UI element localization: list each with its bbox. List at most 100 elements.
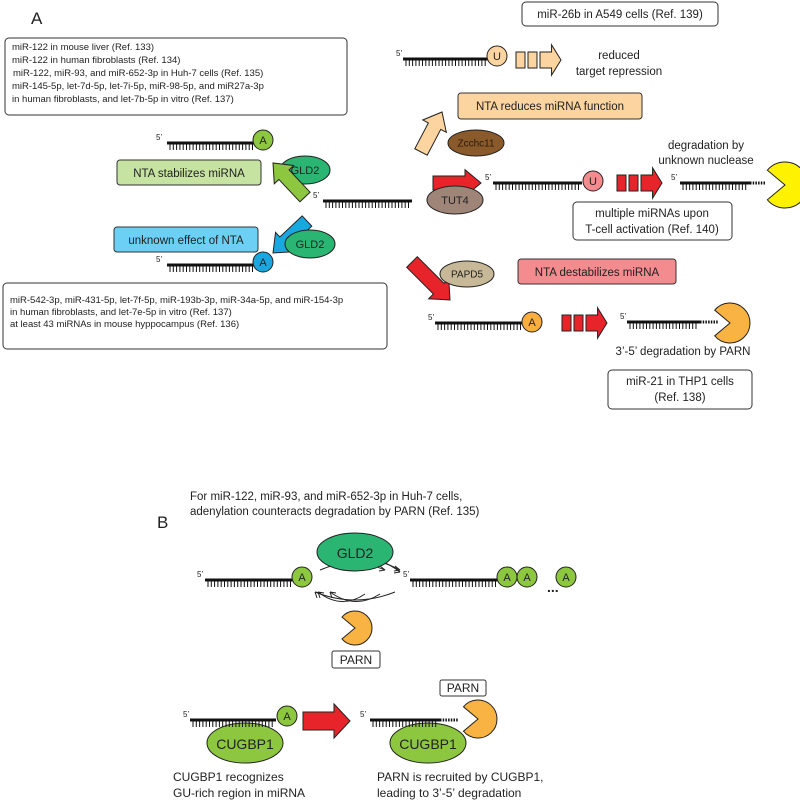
nucleotide-label: A	[259, 135, 267, 147]
diagram-shapes	[167, 43, 800, 764]
ellipsis: ...	[547, 579, 559, 595]
nucleotide-a	[555, 566, 577, 588]
nucleotide-label: U	[493, 51, 501, 63]
nucleotide-label: A	[562, 572, 570, 584]
protein-label: CUGBP1	[216, 736, 274, 752]
five-prime-label: 5’	[183, 710, 189, 719]
arrowhead	[393, 565, 401, 572]
caption-line: For miR-122, miR-93, and miR-652-3p in H…	[190, 491, 462, 503]
destabilizes-label: NTA destabilizes miRNA	[535, 267, 660, 279]
five-prime-label: 5’	[403, 570, 409, 579]
five-prime-label: 5’	[485, 173, 491, 182]
mirna-bases	[169, 266, 253, 272]
ref-line: miR-145-5p, let-7d-5p, let-7i-5p, miR-98…	[12, 81, 264, 92]
panel-b-label: B	[157, 513, 168, 532]
protein-cugbp1	[389, 722, 467, 764]
ref-line: miR-122 in human fibroblasts (Ref. 134)	[12, 55, 180, 66]
ref-box-tcell	[572, 201, 733, 241]
caption-left-line: GU-rich region in miRNA	[173, 786, 305, 800]
degradation-unknown-line: unknown nuclease	[658, 155, 753, 167]
arrowhead	[317, 591, 325, 599]
stabilize-arrow	[272, 162, 311, 203]
protein-papd5	[439, 260, 495, 288]
progress-arrow	[585, 306, 608, 340]
nucleotide-u	[486, 45, 508, 67]
ref-box-unknown	[2, 282, 388, 350]
ref-line: miR-122, miR-93, and miR-652-3p in Huh-7…	[13, 68, 263, 79]
destabilizes-box	[517, 258, 677, 285]
protein-zcchc11	[447, 129, 505, 157]
protein-label: GLD2	[337, 545, 374, 561]
protein-gld2	[316, 532, 394, 572]
nucleotide-a	[516, 566, 538, 588]
mirna-bases	[325, 202, 409, 208]
nucleotide-label: A	[298, 572, 306, 584]
ref-line: T-cell activation (Ref. 140)	[585, 224, 719, 236]
five-prime-label: 5’	[197, 570, 203, 579]
five-prime-label: 5’	[671, 173, 677, 182]
five-prime-label: 5’	[360, 710, 366, 719]
deadenylation-curve-arrow	[329, 591, 381, 602]
ref-box-thp1	[607, 369, 753, 410]
ref-line: miR-542-3p, miR-431-5p, let-7f-5p, miR-1…	[10, 295, 343, 306]
ref-box-stabilize	[4, 37, 348, 116]
mirna-bases	[412, 581, 496, 587]
mirna-bases	[437, 324, 521, 330]
nuclease-pacman-icon	[713, 302, 751, 344]
caption-line: adenylation counteracts degradation by P…	[190, 506, 480, 518]
nucleotide-a	[252, 129, 274, 151]
nuclease-pacman-icon	[341, 610, 373, 646]
nucleotide-label: U	[589, 176, 597, 188]
reduces-function-label: NTA reduces miRNA function	[476, 101, 624, 113]
progress-block	[573, 314, 584, 332]
parn-label-box	[439, 679, 487, 697]
mirna-bases	[629, 323, 697, 329]
nucleotide-label: A	[283, 711, 291, 723]
progress-block	[561, 314, 572, 332]
ref-text: miR-26b in A549 cells (Ref. 139)	[537, 9, 703, 21]
nuclease-pacman-icon	[462, 699, 498, 739]
progress-arrow	[539, 43, 562, 77]
papd5-arrow	[405, 255, 451, 301]
reduced-target-line: reduced	[598, 50, 640, 62]
arrowhead	[329, 591, 337, 599]
degradation-parn-label: 3’-5’ degradation by PARN	[616, 346, 751, 358]
arrowhead	[378, 565, 386, 572]
nucleotide-label: A	[503, 572, 511, 584]
parn-label-box	[331, 650, 381, 669]
nucleotide-a	[521, 311, 543, 333]
protein-gld2	[284, 229, 336, 259]
progress-block	[527, 51, 538, 69]
reduces-function-box	[457, 92, 643, 120]
protein-label: GLD2	[296, 239, 325, 251]
reduced-target-line: target repression	[576, 66, 662, 78]
five-prime-label: 5’	[620, 312, 626, 321]
parn-label: PARN	[447, 681, 479, 695]
stabilizes-box	[116, 159, 262, 186]
ref-line: in human fibroblasts, and let-7e-5p in v…	[10, 307, 232, 318]
ref-line: miR-21 in THP1 cells	[626, 376, 734, 388]
nuclease-pacman-icon	[766, 161, 800, 209]
caption-left-line: CUGBP1 recognizes	[173, 770, 284, 784]
protein-label: PAPD5	[451, 270, 483, 281]
protein-label: CUGBP1	[399, 736, 457, 752]
progress-block	[515, 51, 526, 69]
stabilizes-label: NTA stabilizes miRNA	[133, 168, 245, 180]
five-prime-label: 5’	[313, 191, 319, 200]
unknown-effect-label: unknown effect of NTA	[128, 235, 244, 247]
protein-label: GLD2	[291, 165, 320, 177]
ref-line: at least 43 miRNAs in mouse hyppocampus …	[10, 319, 239, 330]
progress-arrow	[640, 166, 663, 200]
nucleotide-label: A	[259, 257, 267, 269]
progress-block	[628, 174, 639, 192]
unknown-effect-box	[113, 226, 259, 253]
mirna-bases	[169, 144, 253, 150]
protein-label: TUT4	[441, 195, 469, 207]
recruitment-arrow	[302, 702, 351, 740]
protein-cugbp1	[206, 722, 284, 764]
protein-tut4	[426, 185, 484, 215]
protein-label: Zcchc11	[457, 139, 494, 150]
reduce-function-arrow	[414, 111, 448, 156]
